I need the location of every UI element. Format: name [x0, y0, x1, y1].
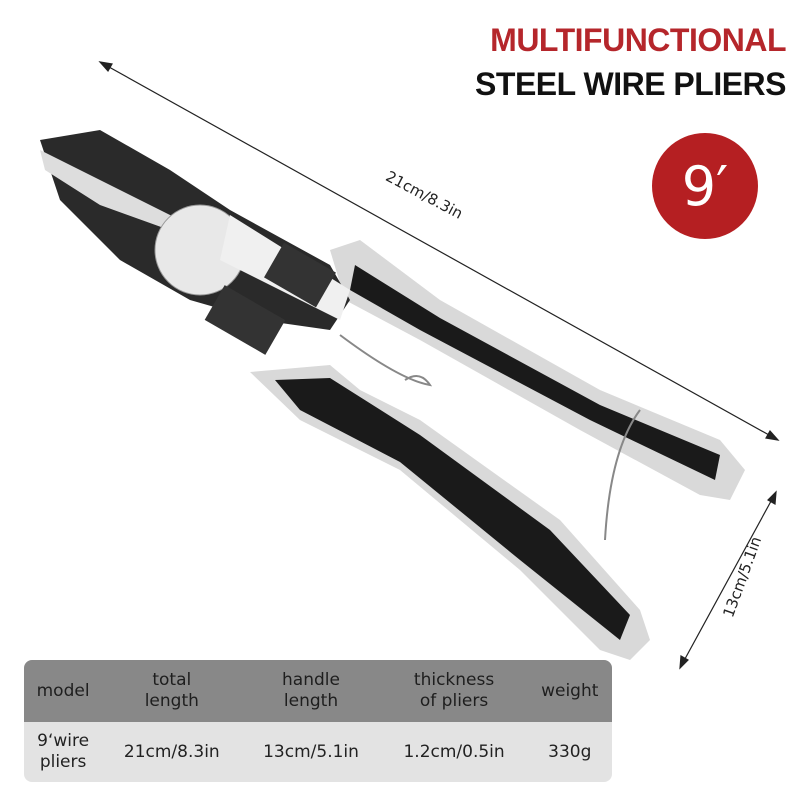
header-weight: weight — [527, 660, 612, 722]
title-line-1: MULTIFUNCTIONAL — [490, 22, 786, 58]
spring-wire — [339, 334, 641, 541]
cell-total-length: 21cm/8.3in — [102, 722, 242, 782]
handle-length-arrow — [679, 490, 777, 670]
title-line-2: STEEL WIRE PLIERS — [475, 66, 786, 102]
cell-thickness: 1.2cm/0.5in — [380, 722, 528, 782]
size-badge: 9′ — [652, 133, 758, 239]
total-length-arrow — [98, 61, 780, 441]
cell-weight: 330g — [527, 722, 612, 782]
cell-handle-length: 13cm/5.1in — [241, 722, 381, 782]
lower-handle — [250, 365, 650, 660]
pliers-head — [40, 130, 350, 355]
upper-handle — [330, 240, 745, 500]
header-model: model — [24, 660, 103, 722]
